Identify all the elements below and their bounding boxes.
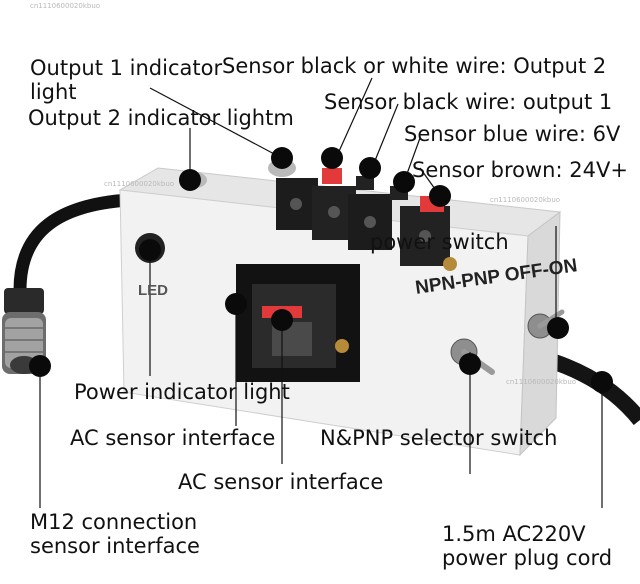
label-line: Output 1 indicator — [30, 56, 223, 80]
label-line: sensor interface — [30, 534, 200, 558]
label-output1-indicator: Output 1 indicator light — [30, 56, 222, 104]
watermark: cn1110600020kbuo — [104, 180, 175, 188]
watermark: cn1110600020kbuo — [490, 196, 561, 204]
label-npn-pnp-switch: N&PNP selector switch — [320, 426, 558, 450]
label-sensor-black: Sensor black wire: output 1 — [324, 90, 613, 114]
label-sensor-brown: Sensor brown: 24V+ — [412, 158, 628, 182]
label-line: M12 connection — [30, 510, 198, 534]
device-led-text: LED — [138, 282, 168, 299]
label-ac-interface-1: AC sensor interface — [70, 426, 276, 450]
label-ac-interface-2: AC sensor interface — [178, 470, 384, 494]
watermark: cn1110600020kbuo — [30, 2, 101, 10]
label-line: light — [30, 80, 77, 104]
power-toggle — [527, 309, 565, 339]
label-sensor-blue: Sensor blue wire: 6V — [404, 122, 621, 146]
label-power-cord: 1.5m AC220V power plug cord — [442, 522, 612, 570]
watermark: cn1110600020kbuo — [506, 378, 577, 386]
label-power-switch: power switch — [370, 230, 509, 254]
terminal-blocks — [276, 168, 457, 271]
label-sensor-black-white: Sensor black or white wire: Output 2 — [222, 54, 607, 78]
label-m12-interface: M12 connection sensor interface — [30, 510, 200, 558]
label-line: 1.5m AC220V — [442, 522, 586, 546]
label-output2-indicator: Output 2 indicator lightm — [28, 106, 294, 130]
label-line: power plug cord — [442, 546, 613, 570]
ac-sensor-socket — [236, 264, 360, 382]
label-power-indicator: Power indicator light — [74, 380, 290, 404]
